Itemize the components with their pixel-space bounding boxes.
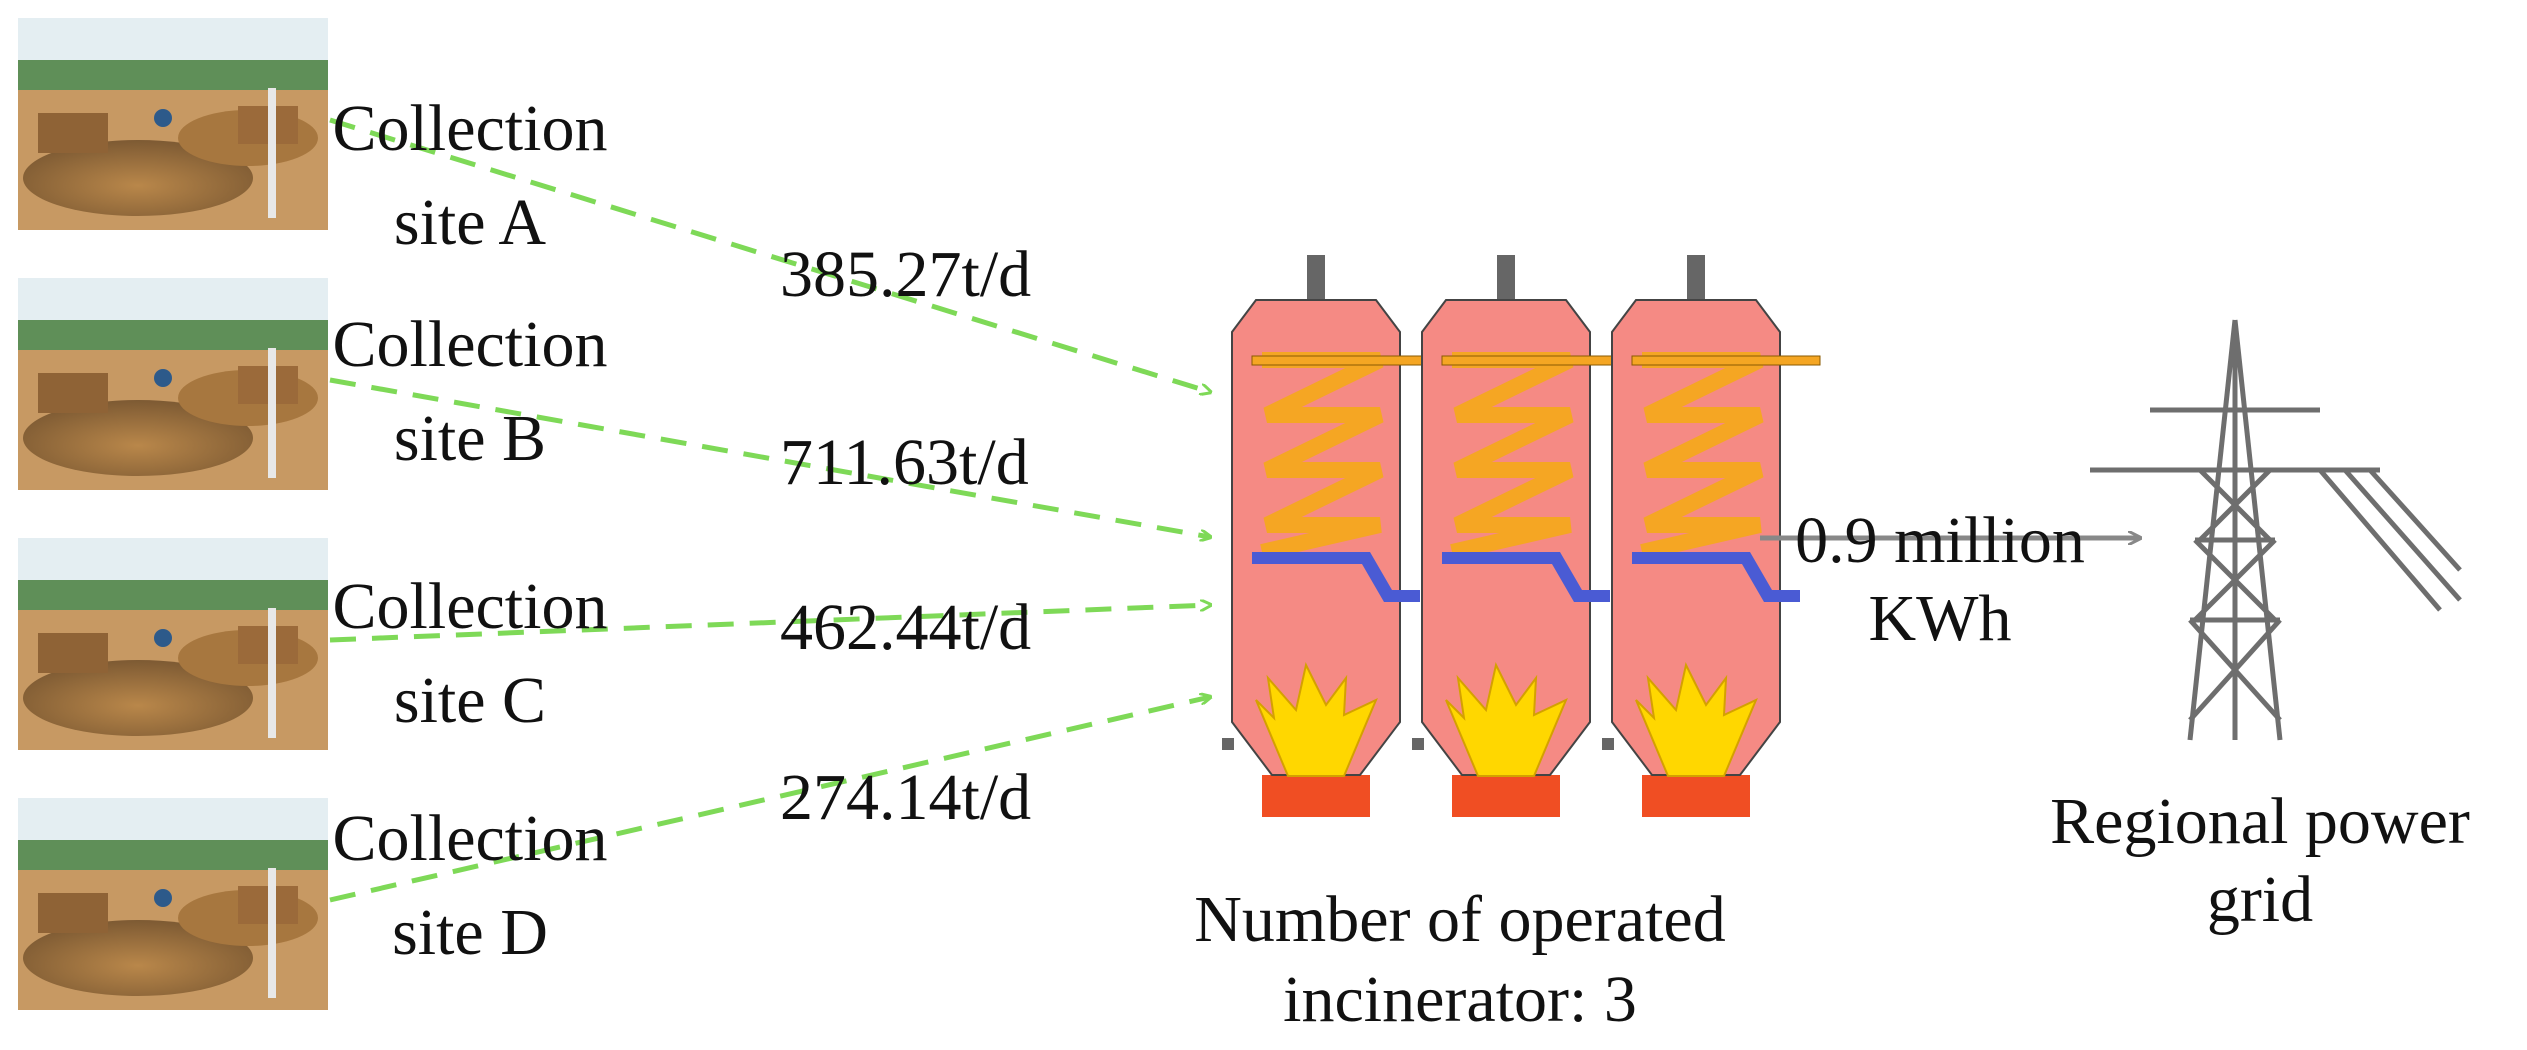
- site-c-flow-value: 462.44t/d: [780, 591, 1032, 664]
- incinerator-unit: [1602, 255, 1821, 817]
- coil-pipe: [1441, 355, 1631, 366]
- incinerator-chimney: [1687, 255, 1705, 300]
- site-d-label-line1: Collection: [332, 802, 608, 875]
- incinerator-caption-line2: incinerator: 3: [1283, 963, 1637, 1036]
- grid-caption-line2: grid: [2206, 863, 2314, 936]
- site-a-label: Collection site A: [300, 82, 640, 270]
- grate-plate: [1632, 552, 1800, 602]
- incinerator-ledge: [1412, 738, 1424, 750]
- site-c-label-line1: Collection: [332, 570, 608, 643]
- output-label-line2: KWh: [1868, 582, 2012, 655]
- grid-caption: Regional power grid: [2010, 783, 2510, 939]
- incinerator-unit: [1412, 255, 1631, 817]
- heat-coil: [1640, 352, 1764, 560]
- site-d-label: Collection site D: [300, 792, 640, 980]
- coil-pipe: [1251, 355, 1441, 366]
- incinerator-base: [1642, 775, 1750, 817]
- site-d-label-line2: site D: [392, 896, 548, 969]
- incinerator-chimney: [1497, 255, 1515, 300]
- incinerator-caption: Number of operated incinerator: 3: [1180, 880, 1740, 1040]
- site-a-flow-value: 385.27t/d: [780, 238, 1032, 311]
- grid-caption-line1: Regional power: [2050, 785, 2470, 858]
- site-c-photo: [18, 538, 328, 750]
- flame-icon: [1635, 662, 1758, 777]
- incinerator-ledge: [1602, 738, 1614, 750]
- site-a-flow-arrow: [329, 117, 1210, 392]
- site-a-photo: [18, 18, 328, 230]
- output-label: 0.9 million KWh: [1740, 502, 2140, 658]
- coil-pipe: [1631, 355, 1821, 366]
- site-a-label-line2: site A: [393, 186, 547, 259]
- flame-icon: [1445, 662, 1568, 777]
- grate-plate: [1442, 552, 1610, 602]
- site-c-label: Collection site C: [300, 560, 640, 748]
- site-b-label-line2: site B: [393, 402, 547, 475]
- incinerator-base: [1262, 775, 1370, 817]
- flame-icon: [1255, 662, 1378, 777]
- site-d-photo: [18, 798, 328, 1010]
- site-c-label-line2: site C: [393, 664, 547, 737]
- incinerator-caption-line1: Number of operated: [1194, 883, 1726, 956]
- site-b-label-line1: Collection: [332, 308, 608, 381]
- incinerator-group: [1222, 255, 1821, 817]
- incinerator-unit: [1222, 255, 1441, 817]
- site-b-photo: [18, 278, 328, 490]
- grate-plate: [1252, 552, 1420, 602]
- output-label-line1: 0.9 million: [1795, 504, 2085, 577]
- power-tower-icon: [2090, 319, 2462, 741]
- heat-coil: [1260, 352, 1384, 560]
- site-c-flow-arrow: [329, 605, 1210, 643]
- incinerator-ledge: [1222, 738, 1234, 750]
- heat-coil: [1450, 352, 1574, 560]
- site-d-flow-value: 274.14t/d: [780, 761, 1032, 834]
- incinerator-base: [1452, 775, 1560, 817]
- site-d-flow-arrow: [329, 697, 1210, 903]
- site-b-label: Collection site B: [300, 298, 640, 486]
- site-b-flow-value: 711.63t/d: [780, 426, 1029, 499]
- site-b-flow-arrow: [329, 377, 1210, 537]
- site-a-label-line1: Collection: [332, 92, 608, 165]
- incinerator-chimney: [1307, 255, 1325, 300]
